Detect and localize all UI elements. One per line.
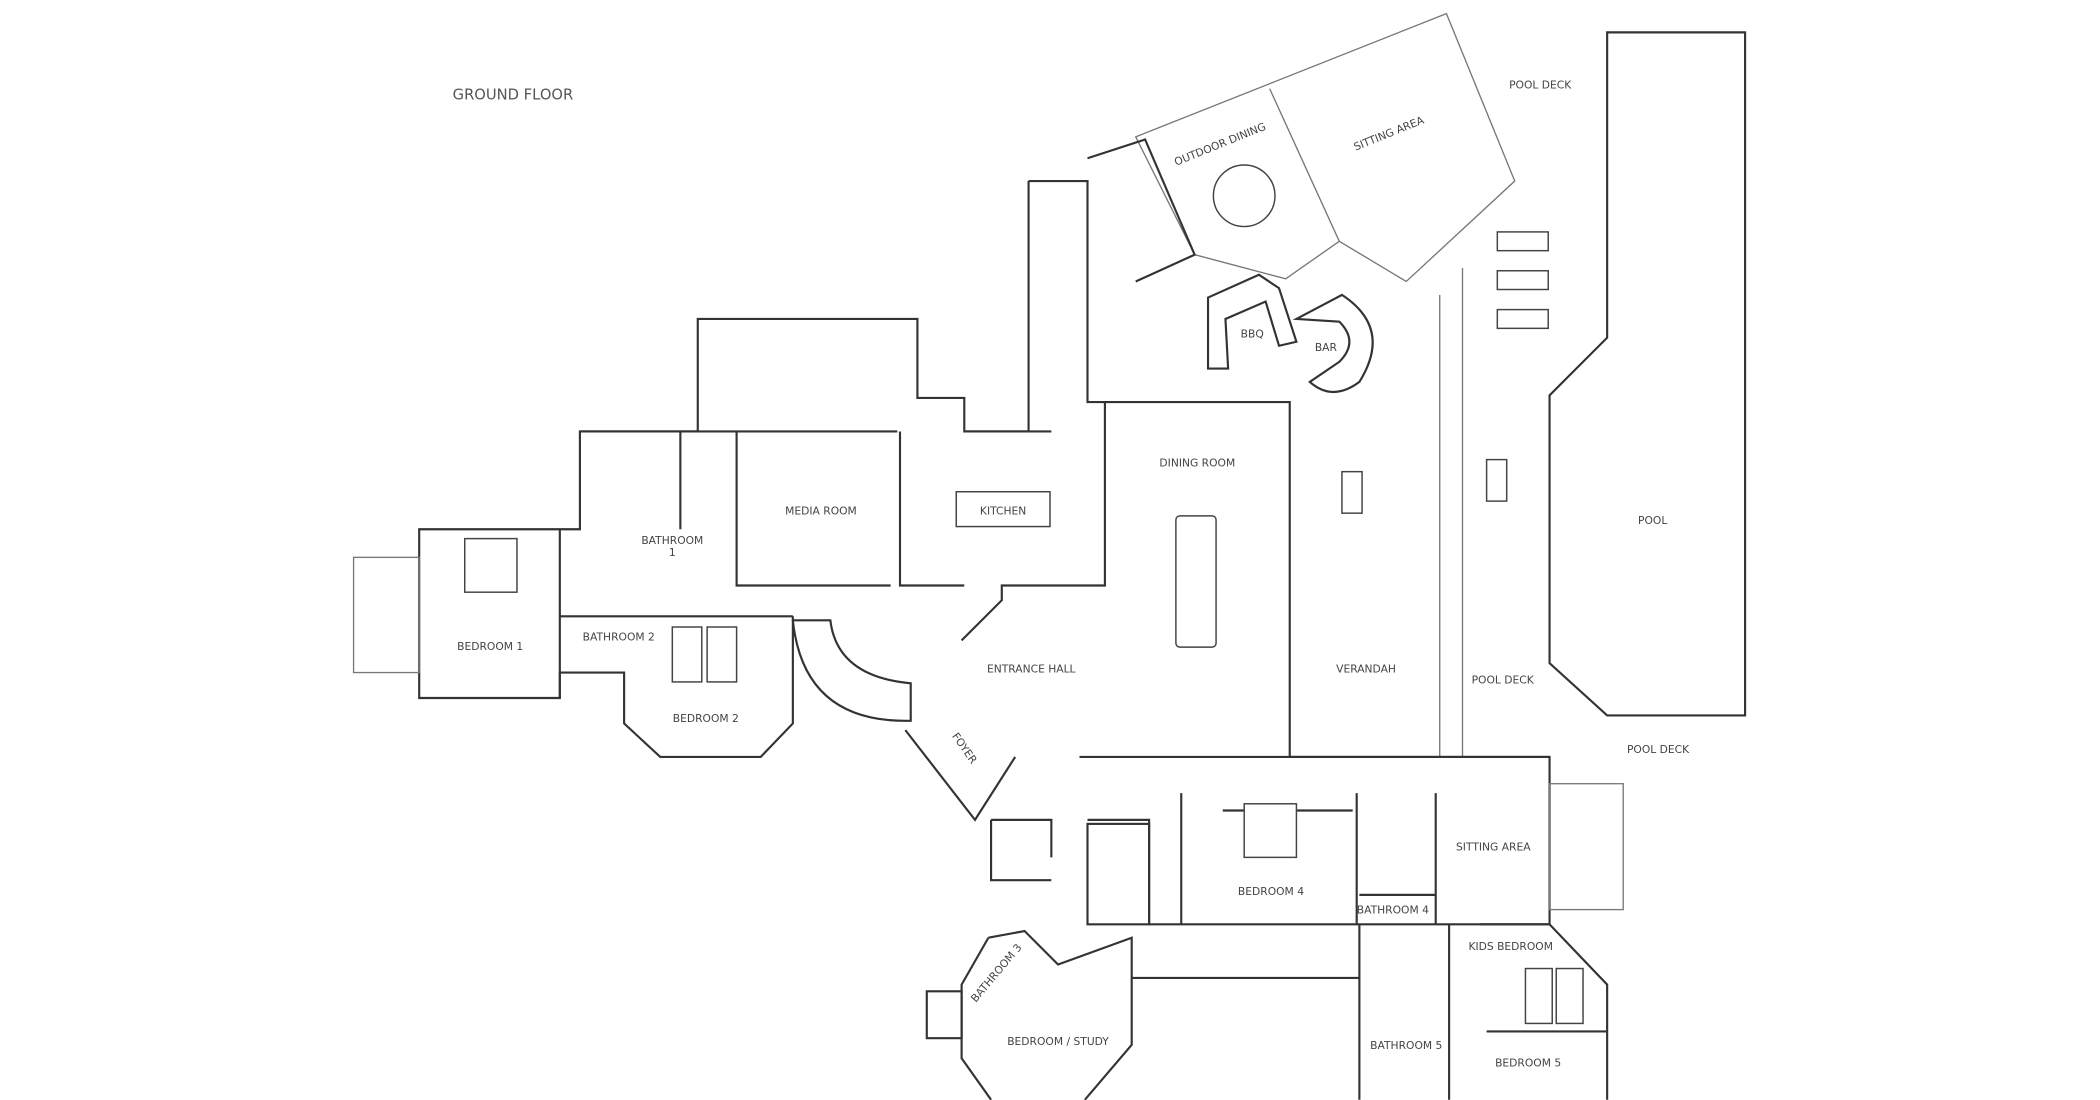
label-sitting-area: SITTING AREA [1456,841,1531,854]
label-pool-deck-low: POOL DECK [1627,743,1690,756]
label-entrance-hall: ENTRANCE HALL [987,663,1076,676]
label-verandah: VERANDAH [1336,663,1396,676]
label-bathroom2: BATHROOM 2 [583,630,655,643]
label-bedroom5: BEDROOM 5 [1495,1056,1561,1069]
outdoor-dining-table [1212,164,1276,228]
label-pool: POOL [1638,514,1667,527]
label-bar: BAR [1315,341,1338,354]
label-bedroom2: BEDROOM 2 [673,712,739,725]
label-bedroom1: BEDROOM 1 [457,640,523,653]
pool [1548,31,1747,717]
label-pool-deck-top: POOL DECK [1509,79,1572,92]
bar-counter [1292,293,1374,394]
label-bathroom1: BATHROOM [641,534,703,547]
label-bedroom4: BEDROOM 4 [1238,885,1304,898]
label-kids-bedroom: KIDS BEDROOM [1468,940,1552,953]
label-media-room: MEDIA ROOM [785,505,857,518]
walls [352,179,1624,1100]
label-bedroom-study: BEDROOM / STUDY [1007,1035,1109,1048]
label-dining-room: DINING ROOM [1159,456,1235,469]
label-kitchen: KITCHEN [980,505,1026,518]
outdoor-pavilion [1087,12,1516,394]
label-outdoor-dining: OUTDOOR DINING [1172,120,1267,169]
bbq-counter [1206,273,1298,370]
label-bathroom1-number: 1 [669,546,676,559]
spiral-staircase [791,619,912,722]
room-labels: OUTDOOR DINING SITTING AREA POOL DECK BB… [457,79,1690,1070]
floor-title: GROUND FLOOR [453,86,574,103]
staircase [1086,822,1151,926]
label-foyer: FOYER [949,730,980,766]
label-bathroom3: BATHROOM 3 [968,941,1024,1005]
label-bbq: BBQ [1241,328,1264,341]
label-bathroom4: BATHROOM 4 [1357,904,1429,917]
furniture [463,458,1584,1025]
label-sitting-area-top: SITTING AREA [1352,113,1427,153]
label-bathroom5: BATHROOM 5 [1370,1039,1442,1052]
sun-loungers [1496,231,1549,330]
label-pool-deck-mid: POOL DECK [1472,673,1535,686]
